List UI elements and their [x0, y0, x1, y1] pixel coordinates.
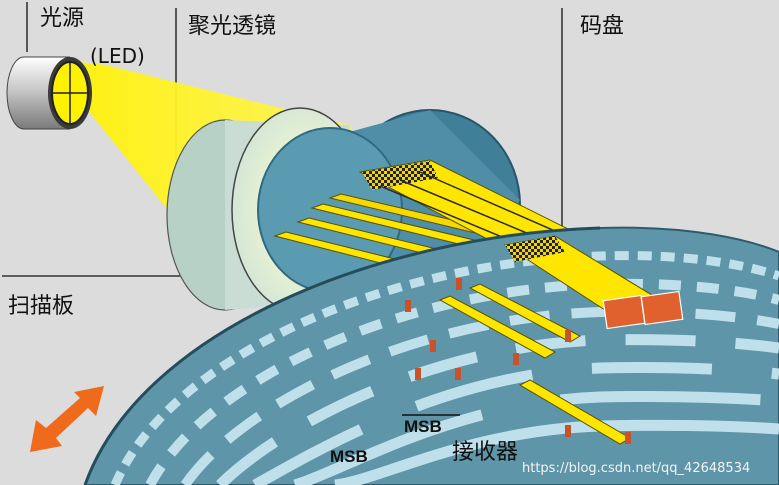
scanning-plate-label: 扫描板 [8, 294, 75, 319]
receiver-label: 接收器 [452, 440, 519, 465]
watermark-url: https://blog.csdn.net/qq_42648534 [522, 461, 751, 476]
msb-label: MSB [330, 447, 368, 466]
receiver-cells [405, 278, 684, 444]
msb-overlined-label: MSB [404, 417, 442, 436]
led-housing [6, 56, 92, 130]
double-headed-arrow-icon [30, 386, 104, 452]
condenser-lens-label: 聚光透镜 [188, 14, 277, 39]
code-disc-label: 码盘 [580, 14, 625, 39]
led-label: (LED) [90, 44, 145, 68]
light-source-label: 光源 [40, 6, 85, 31]
